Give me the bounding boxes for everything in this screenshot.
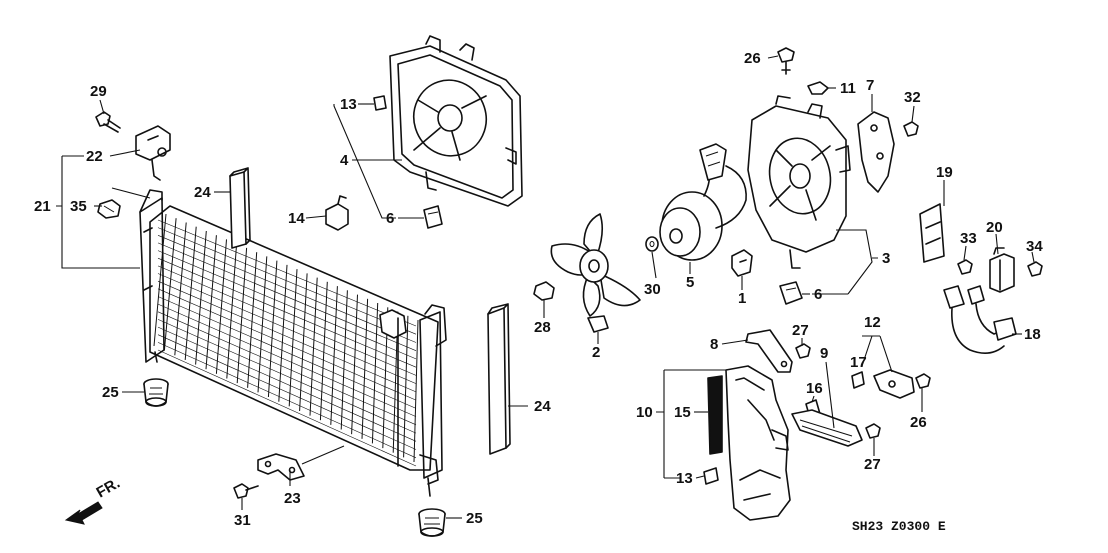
callout-27-lower: 27 xyxy=(864,456,881,473)
callout-6-lower: 6 xyxy=(814,286,822,303)
callout-22: 22 xyxy=(86,148,103,165)
washer-30 xyxy=(645,236,659,252)
callout-26-upper: 26 xyxy=(744,50,761,67)
callout-24-lower: 24 xyxy=(534,398,551,415)
callout-8: 8 xyxy=(710,336,718,353)
callout-18: 18 xyxy=(1024,326,1041,343)
air-guide-9 xyxy=(791,409,863,447)
bolt-32 xyxy=(903,121,919,137)
foam-strip-24-lower xyxy=(487,303,511,455)
callout-17: 17 xyxy=(850,354,867,371)
bracket-23 xyxy=(257,453,305,481)
callout-12: 12 xyxy=(864,314,881,331)
nut-28 xyxy=(533,281,555,301)
relay-20 xyxy=(989,247,1015,293)
bolt-34 xyxy=(1027,261,1043,277)
fan-blade-2 xyxy=(550,213,641,333)
bolt-31 xyxy=(233,483,259,499)
callout-13-lower: 13 xyxy=(676,470,693,487)
clamp-14 xyxy=(325,195,349,231)
callout-32: 32 xyxy=(904,89,921,106)
callout-28: 28 xyxy=(534,319,551,336)
bolt-29 xyxy=(95,111,121,133)
diagram-code: SH23 Z0300 E xyxy=(852,519,946,534)
callout-3: 3 xyxy=(882,250,890,267)
connector-6-upper xyxy=(423,205,443,229)
clip-13-lower xyxy=(703,467,719,485)
callout-20: 20 xyxy=(986,219,1003,236)
callout-33: 33 xyxy=(960,230,977,247)
callout-25-left: 25 xyxy=(102,384,119,401)
callout-23: 23 xyxy=(284,490,301,507)
callout-10: 10 xyxy=(636,404,653,421)
callout-19: 19 xyxy=(936,164,953,181)
callout-29: 29 xyxy=(90,83,107,100)
fitting-22 xyxy=(135,125,171,181)
callout-26-lower: 26 xyxy=(910,414,927,431)
clip-1 xyxy=(731,249,753,277)
front-indicator: FR. xyxy=(64,475,123,525)
bracket-12 xyxy=(873,369,915,399)
connector-6-lower xyxy=(779,281,803,305)
leader-lines xyxy=(56,55,1035,519)
harness-18 xyxy=(943,285,1017,354)
callout-35: 35 xyxy=(70,198,87,215)
callout-11: 11 xyxy=(840,80,856,97)
bolt-33 xyxy=(957,259,973,275)
seal-15 xyxy=(707,375,723,455)
callout-21: 21 xyxy=(34,198,51,215)
bolt-26-upper xyxy=(777,47,795,75)
cushion-25-right xyxy=(418,508,446,537)
callout-5: 5 xyxy=(686,274,694,291)
air-guide-10 xyxy=(725,365,791,521)
fan-shroud-4 xyxy=(389,35,523,207)
bolt-27-upper xyxy=(795,343,811,359)
foam-strip-24-upper xyxy=(229,167,251,249)
motor-shroud-3 xyxy=(747,95,851,269)
callout-9: 9 xyxy=(820,345,828,362)
callout-25-right: 25 xyxy=(466,510,483,527)
front-indicator-label: FR. xyxy=(94,475,123,502)
callout-16: 16 xyxy=(806,380,823,397)
callout-24-upper: 24 xyxy=(194,184,211,201)
callout-30: 30 xyxy=(644,281,661,298)
fan-motor-5 xyxy=(659,143,747,261)
callout-6-upper: 6 xyxy=(386,210,394,227)
callout-7: 7 xyxy=(866,77,874,94)
bracket-8 xyxy=(745,329,793,373)
callout-27-upper: 27 xyxy=(792,322,809,339)
bolt-26-lower xyxy=(915,373,931,389)
callout-2: 2 xyxy=(592,344,600,361)
callout-4: 4 xyxy=(340,152,349,169)
callout-31: 31 xyxy=(234,512,251,529)
nut-35 xyxy=(97,199,121,219)
callout-13-upper: 13 xyxy=(340,96,357,113)
clip-17 xyxy=(851,371,865,389)
clip-13-upper xyxy=(373,95,387,111)
callout-34: 34 xyxy=(1026,238,1043,255)
callout-14: 14 xyxy=(288,210,305,227)
callout-15: 15 xyxy=(674,404,691,421)
callout-labels: 29 22 21 35 24 13 4 14 6 26 11 7 32 19 3… xyxy=(34,50,1043,529)
bolt-27-lower xyxy=(865,423,881,439)
clip-11 xyxy=(807,81,829,95)
bracket-19 xyxy=(919,203,945,263)
callout-1: 1 xyxy=(738,290,746,307)
bracket-7 xyxy=(857,111,895,193)
cushion-25-left xyxy=(143,378,169,407)
condenser xyxy=(139,189,447,497)
